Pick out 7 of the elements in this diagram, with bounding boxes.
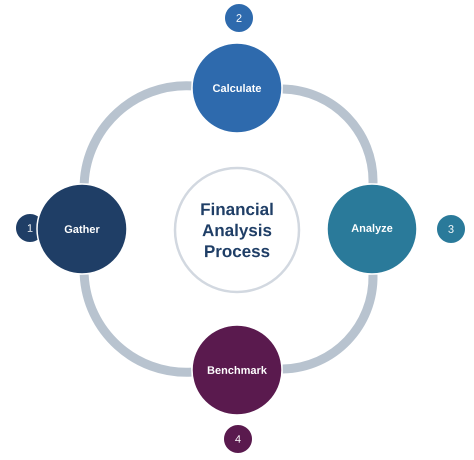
ring-arc bbox=[282, 84, 378, 184]
ring-arc bbox=[282, 274, 378, 374]
number-badge: 4 bbox=[224, 424, 252, 453]
ring-arc bbox=[80, 274, 192, 377]
number-badge: 3 bbox=[437, 215, 465, 243]
number-badge: 2 bbox=[225, 4, 253, 32]
ring-arc bbox=[80, 81, 192, 184]
